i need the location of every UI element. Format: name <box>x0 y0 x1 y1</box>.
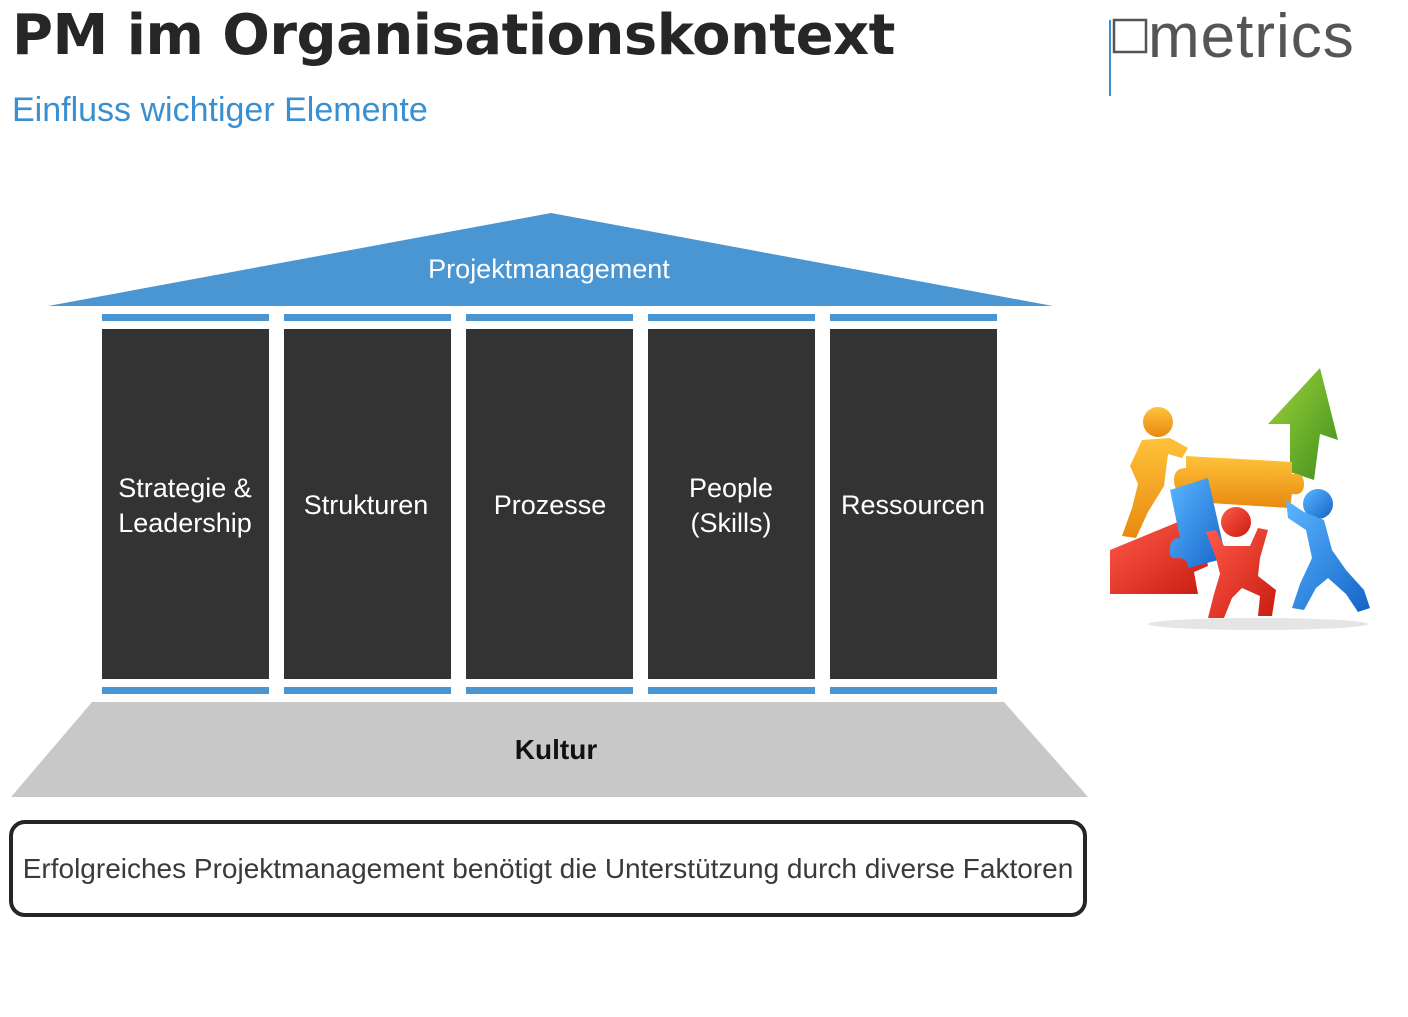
pillar-ressourcen: Ressourcen <box>830 314 997 694</box>
pillar-bottom-beam <box>648 687 815 694</box>
page-subtitle: Einfluss wichtiger Elemente <box>12 91 428 129</box>
foundation <box>11 702 1088 797</box>
pillar-top-beam <box>648 314 815 321</box>
p-square-logo-icon <box>1109 18 1148 96</box>
foundation-label: Kultur <box>515 734 598 765</box>
logo-text: metrics <box>1148 2 1355 71</box>
pillar-body <box>830 329 997 679</box>
pillar-bottom-beam <box>102 687 269 694</box>
roof-label: Projektmanagement <box>428 254 670 284</box>
teamwork-puzzle-arrow-icon <box>1110 368 1370 630</box>
pillar-body <box>466 329 633 679</box>
pillar-strategie-leadership: Strategie & Leadership <box>102 314 269 694</box>
pillar-top-beam <box>102 314 269 321</box>
summary-text: Erfolgreiches Projektmanagement benötigt… <box>22 852 1074 884</box>
pillars: Strategie & Leadership Strukturen Prozes… <box>102 314 997 694</box>
pillar-bottom-beam <box>830 687 997 694</box>
pillar-body <box>648 329 815 679</box>
pillar-label-line2: (Skills) <box>691 508 772 538</box>
pillar-label-line1: Strategie & <box>118 473 252 503</box>
pillar-top-beam <box>466 314 633 321</box>
pillar-people-skills: People (Skills) <box>648 314 815 694</box>
house-diagram: Projektmanagement Strategie & Leadership… <box>11 213 1088 797</box>
pillar-body <box>284 329 451 679</box>
pillar-bottom-beam <box>466 687 633 694</box>
pillar-label-line1: People <box>689 473 773 503</box>
pillar-bottom-beam <box>284 687 451 694</box>
pillar-label-line1: Prozesse <box>494 490 607 520</box>
pillar-strukturen: Strukturen <box>284 314 451 694</box>
pillar-top-beam <box>284 314 451 321</box>
pillar-label-line2: Leadership <box>118 508 252 538</box>
page-title: PM im Organisationskontext <box>12 3 895 68</box>
summary-box: Erfolgreiches Projektmanagement benötigt… <box>9 820 1087 917</box>
pmetrics-logo: metrics <box>1104 2 1384 100</box>
pillar-label-line1: Ressourcen <box>841 490 985 520</box>
pillar-body <box>102 329 269 679</box>
pillar-label-line1: Strukturen <box>304 490 429 520</box>
pillar-prozesse: Prozesse <box>466 314 633 694</box>
roof <box>48 213 1053 306</box>
pillar-top-beam <box>830 314 997 321</box>
